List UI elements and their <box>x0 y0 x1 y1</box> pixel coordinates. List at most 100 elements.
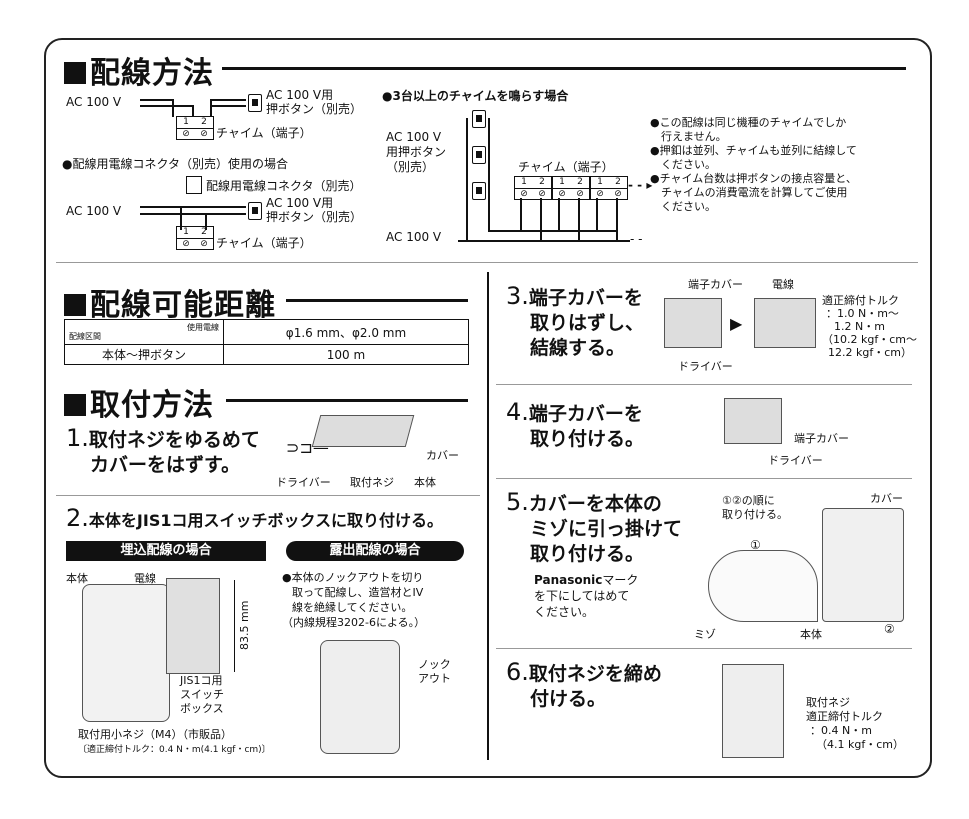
terminal-cover-label-4: 端子カバー <box>794 432 849 445</box>
torque3: 適正締付トルク ：1.0 N・m〜 1.2 N・m （10.2 kgf・cm〜 … <box>822 294 917 359</box>
body-label: 本体 <box>66 572 88 585</box>
circle-1: ① <box>750 538 761 552</box>
wire <box>466 118 468 240</box>
wire-label-3: 電線 <box>772 278 794 291</box>
push-button-icon <box>472 182 486 200</box>
title-rule <box>286 299 468 302</box>
step5-text: 5.カバーを本体の ミゾに引っ掛けて 取り付ける。 <box>506 488 683 566</box>
divider <box>496 384 912 385</box>
panasonic-note: Panasonicマーク を下にしてはめて ください。 <box>534 573 639 619</box>
step1-driver-label: ドライバー <box>276 476 331 489</box>
push-button-icon <box>472 146 486 164</box>
terminal-cover-label: 端子カバー <box>688 278 743 291</box>
wire <box>192 105 194 117</box>
step1-cover-label: カバー <box>426 449 459 462</box>
dimension-line <box>234 580 235 672</box>
driver-icon: ⊃⊐— <box>286 438 329 457</box>
arrow-icon: ▶ <box>730 314 743 333</box>
divider <box>56 495 480 496</box>
circle-2: ② <box>884 622 895 636</box>
wire <box>140 213 246 215</box>
order-note: ①②の順に取り付ける。 <box>722 494 788 521</box>
cover-illustration <box>822 508 904 622</box>
distance-table: 使用電線 配線区間 φ1.6 mm、φ2.0 mm 本体〜押ボタン 100 m <box>64 319 469 365</box>
exposed-banner: 露出配線の場合 <box>286 541 464 561</box>
wire <box>210 99 212 117</box>
more-dashes: - - <box>630 232 643 246</box>
cover-label-5: カバー <box>870 492 903 505</box>
step2-text: 2.本体をJIS1コ用スイッチボックスに取り付ける。 <box>66 504 443 532</box>
screw-tighten-illustration <box>722 664 784 758</box>
table-row-label: 本体〜押ボタン <box>64 344 224 365</box>
wire-label: 電線 <box>134 572 156 585</box>
dimension-label: 83.5 mm <box>238 600 251 650</box>
wire <box>578 198 580 240</box>
body-label-5: 本体 <box>800 628 822 641</box>
push-button-label: AC 100 V用押ボタン（別売） <box>266 88 363 116</box>
groove-label: ミゾ <box>694 628 716 641</box>
connector-label: 配線用電線コネクタ（別売） <box>206 179 362 193</box>
divider <box>496 648 912 649</box>
chime-terminal-label-2: チャイム（端子） <box>216 236 312 250</box>
column-divider <box>487 272 489 760</box>
push-button-label-2: AC 100 V用押ボタン（別売） <box>266 196 363 224</box>
wire <box>488 118 490 230</box>
step6-text: 6.取付ネジを締め 付ける。 <box>506 658 662 711</box>
page-frame <box>44 38 932 778</box>
table-header-value: φ1.6 mm、φ2.0 mm <box>223 319 469 345</box>
wire <box>140 99 172 101</box>
title-rule <box>226 399 468 402</box>
wiring-notes: ●この配線は同じ機種のチャイムでしか 行えません。 ●押釦は並列、チャイムも並列… <box>650 116 857 213</box>
wire <box>140 105 192 107</box>
wire <box>520 198 522 230</box>
section-title-wiring: 配線方法 <box>64 48 214 92</box>
wire <box>210 105 246 107</box>
embedded-body-illustration <box>82 584 170 722</box>
small-screw-torque: 〔適正締付トルク：0.4 N・m(4.1 kgf・cm)〕 <box>78 745 271 755</box>
connector-case-heading: ●配線用電線コネクタ（別売）使用の場合 <box>62 157 288 171</box>
terminal-cover-illustration <box>724 398 782 444</box>
divider <box>496 478 912 479</box>
step4-text: 4.端子カバーを 取り付ける。 <box>506 398 645 451</box>
wire <box>140 206 246 208</box>
wire <box>205 213 207 230</box>
wire <box>616 198 618 240</box>
push-button-icon <box>248 202 262 220</box>
torque6: 適正締付トルク ：0.4 N・m （4.1 kgf・cm） <box>806 710 904 751</box>
title-rule <box>222 67 906 70</box>
ac-label: AC 100 V <box>66 95 122 109</box>
more-arrow: - - ▸ <box>628 178 653 192</box>
three-chimes-heading: ●3台以上のチャイムを鳴らす場合 <box>382 89 569 103</box>
driver-label-4: ドライバー <box>768 454 823 467</box>
terminal-after-illustration <box>754 298 816 348</box>
wire <box>458 240 630 242</box>
push-button-icon <box>472 110 486 128</box>
wire <box>180 206 182 230</box>
push-button-icon <box>248 94 262 112</box>
section-title-distance: 配線可能距離 <box>64 280 276 324</box>
ac-label-3: AC 100 V <box>386 230 442 244</box>
driver-label-3: ドライバー <box>678 360 733 373</box>
chime-terminal-label-3: チャイム（端子） <box>518 160 614 174</box>
table-row-value: 100 m <box>223 344 469 365</box>
switch-box-illustration <box>166 578 220 674</box>
embedded-banner: 埋込配線の場合 <box>66 541 266 561</box>
small-screw-label: 取付用小ネジ（M4）（市販品） <box>78 728 232 741</box>
step1-text: 1.取付ネジをゆるめて カバーをはずす。 <box>66 424 260 477</box>
ac-label-2: AC 100 V <box>66 204 122 218</box>
knockout-label: ノックアウト <box>418 658 451 685</box>
screw-label-6: 取付ネジ <box>806 696 850 709</box>
exposed-body-illustration <box>320 640 400 754</box>
exposed-instructions: ●本体のノックアウトを切り 取って配線し、造営材とIV 線を絶縁してください。 … <box>282 571 426 629</box>
divider <box>56 262 918 263</box>
step1-body-label: 本体 <box>414 476 436 489</box>
connector-icon <box>186 176 202 194</box>
step1-screw-label: 取付ネジ <box>350 476 394 489</box>
terminal-before-illustration <box>664 298 722 348</box>
wire <box>558 198 560 230</box>
